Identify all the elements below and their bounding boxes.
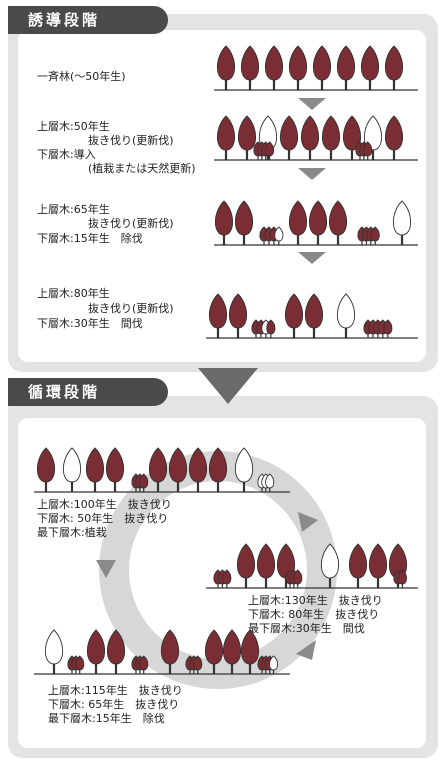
cycle-title: 循環段階 — [8, 378, 168, 406]
stage-c-line3: 最下層木:15年生 除伐 — [48, 712, 165, 725]
step2-line1: 上層木:50年生 — [37, 120, 110, 133]
step2-line4: (植栽または天然更新) — [88, 162, 196, 175]
stage-a-line2: 下層木: 50年生 抜き伐り — [37, 512, 169, 525]
stage-a-line3: 最下層木:植栽 — [37, 526, 107, 539]
induction-title: 誘導段階 — [8, 6, 168, 34]
step1-line1: 一斉林(～50年生) — [37, 70, 126, 83]
stage-a-line1: 上層木:100年生 抜き伐り — [37, 498, 172, 511]
step3-line1: 上層木:65年生 — [37, 203, 110, 216]
step4-line1: 上層木:80年生 — [37, 287, 110, 300]
stage-b-line3: 最下層木:30年生 間伐 — [248, 622, 365, 635]
step4-line2: 抜き伐り(更新伐) — [88, 302, 174, 315]
stage-b-line1: 上層木:130年生 抜き伐り — [248, 594, 383, 607]
stage-c-line1: 上層木:115年生 抜き伐り — [48, 684, 183, 697]
stage-c-line2: 下層木: 65年生 抜き伐り — [48, 698, 180, 711]
step4-line3: 下層木:30年生 間伐 — [37, 317, 143, 330]
stage-b-line2: 下層木: 80年生 抜き伐り — [248, 608, 380, 621]
step2-line3: 下層木:導入 — [37, 148, 96, 161]
step3-line3: 下層木:15年生 除伐 — [37, 232, 143, 245]
step3-line2: 抜き伐り(更新伐) — [88, 217, 174, 230]
step2-line2: 抜き伐り(更新伐) — [88, 134, 174, 147]
